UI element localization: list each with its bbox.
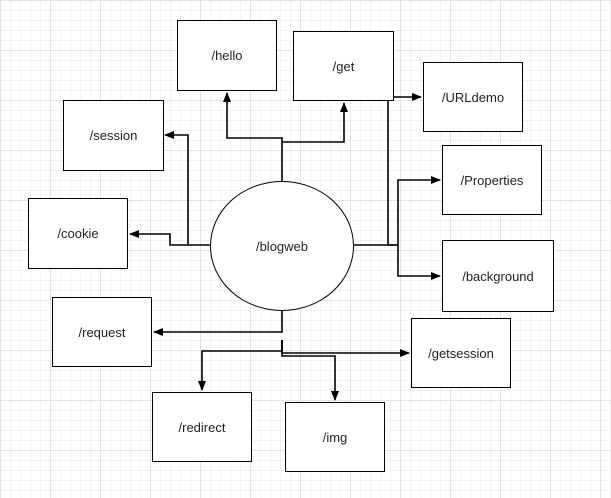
node-label: /Properties [460,172,524,188]
edge-blogweb-to-img [281,340,339,401]
node-label: /get [332,58,355,74]
node-label: /blogweb [255,238,309,254]
node-urldemo[interactable]: /URLdemo [423,62,523,132]
node-img[interactable]: /img [285,402,385,472]
edge-blogweb-to-URLdemo [387,93,422,245]
node-request[interactable]: /request [52,297,152,367]
node-label: /hello [211,48,243,63]
node-background[interactable]: /background [442,240,554,312]
edge-blogweb-to-hello [223,92,283,181]
node-label: /request [78,324,126,340]
node-label: /getsession [428,345,494,361]
node-redirect[interactable]: /redirect [152,392,252,462]
node-label: /URLdemo [441,89,505,105]
edge-blogweb-to-cookie [129,230,210,246]
node-cookie[interactable]: /cookie [28,198,128,269]
node-label: /redirect [178,419,226,435]
edge-blogweb-to-background [354,244,441,280]
edge-blogweb-to-request [153,311,283,336]
node-getsession[interactable]: /getsession [411,318,511,388]
edge-blogweb-to-Properties [388,176,441,246]
node-label: /img [322,429,348,445]
node-label: /background [462,268,534,284]
edge-blogweb-to-get [282,102,348,143]
edge-blogweb-to-getsession [281,340,410,357]
node-hello[interactable]: /hello [177,20,277,91]
node-label: /session [89,128,138,143]
edge-blogweb-to-redirect [198,340,283,391]
node-get[interactable]: /get [293,31,394,101]
edge-blogweb-to-session [164,131,189,245]
node-blogweb[interactable]: /blogweb [210,181,354,311]
node-label: /cookie [57,226,99,241]
node-properties[interactable]: /Properties [442,145,542,215]
node-session[interactable]: /session [63,100,164,171]
